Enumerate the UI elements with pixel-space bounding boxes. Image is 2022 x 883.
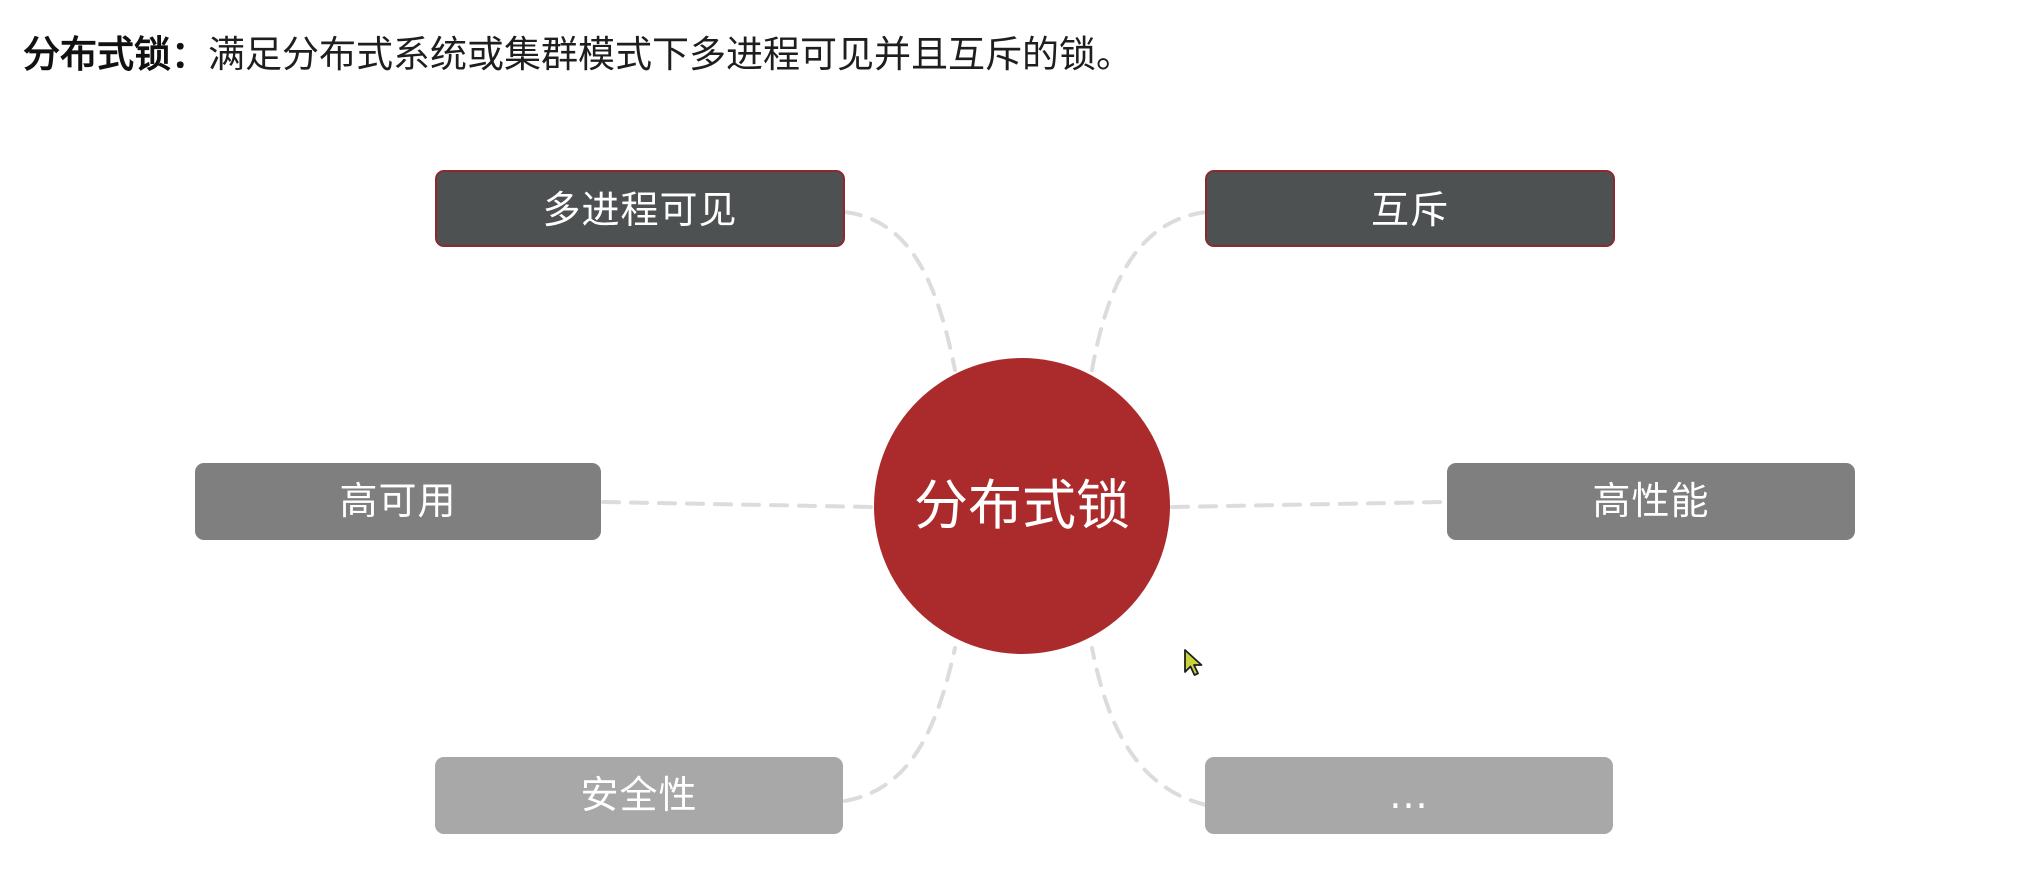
node-top-left: 多进程可见 bbox=[435, 170, 845, 247]
node-middle-left: 高可用 bbox=[195, 463, 601, 540]
headline-definition: 满足分布式系统或集群模式下多进程可见并且互斥的锁。 bbox=[208, 33, 1133, 76]
mouse-pointer-icon bbox=[1183, 648, 1205, 682]
connector-bottom-left bbox=[843, 646, 957, 803]
center-node: 分布式锁 bbox=[874, 358, 1170, 654]
connector-middle-right bbox=[1170, 500, 1445, 509]
node-bottom-right: ... bbox=[1205, 757, 1613, 834]
node-top-right: 互斥 bbox=[1205, 170, 1615, 247]
connector-middle-left bbox=[601, 500, 874, 509]
connector-top-right bbox=[1090, 210, 1208, 372]
connector-top-left bbox=[843, 210, 957, 372]
node-bottom-left: 安全性 bbox=[435, 757, 843, 834]
page-headline: 分布式锁：满足分布式系统或集群模式下多进程可见并且互斥的锁。 bbox=[23, 30, 1133, 80]
headline-term: 分布式锁 bbox=[23, 33, 171, 76]
connector-bottom-right bbox=[1090, 646, 1208, 807]
headline-colon: ： bbox=[171, 33, 208, 76]
node-middle-right: 高性能 bbox=[1447, 463, 1855, 540]
